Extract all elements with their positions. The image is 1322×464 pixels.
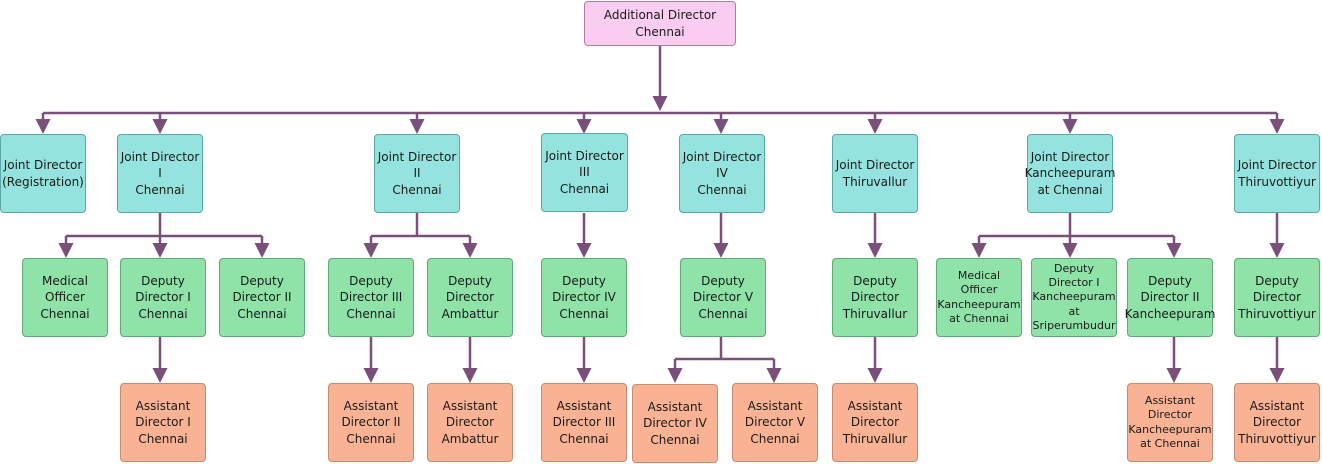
node-label: Assistant Director Kancheepuram at Chenn…	[1128, 393, 1212, 450]
node-medical-officer-chennai: Medical Officer Chennai	[22, 258, 108, 337]
node-label: Deputy Director V Chennai	[692, 274, 754, 321]
node-label: Assistant Director Thiruvallur	[842, 399, 908, 446]
node-jd-registration: Joint Director (Registration)	[0, 134, 86, 213]
node-label: Medical Officer Chennai	[40, 274, 90, 321]
node-ad5-chennai: Assistant Director V Chennai	[732, 383, 818, 462]
node-ad3-chennai: Assistant Director III Chennai	[541, 383, 627, 462]
node-label: Joint Director Thiruvottiyur	[1237, 158, 1317, 189]
node-label: Joint Director II Chennai	[377, 150, 457, 197]
node-ad-thiruvottiyur: Assistant Director Thiruvottiyur	[1234, 383, 1320, 462]
node-jd2-chennai: Joint Director II Chennai	[374, 134, 460, 213]
node-jd1-chennai: Joint Director I Chennai	[117, 134, 203, 213]
node-label: Assistant Director Thiruvottiyur	[1238, 399, 1316, 446]
node-label: Deputy Director I Kancheepuram at Sriper…	[1032, 261, 1116, 332]
node-label: Deputy Director Thiruvallur	[842, 274, 908, 321]
node-label: Deputy Director I Chennai	[135, 274, 191, 321]
node-ad-kancheepuram: Assistant Director Kancheepuram at Chenn…	[1127, 383, 1213, 462]
node-jd3-chennai: Joint Director III Chennai	[541, 133, 628, 212]
node-dd2-chennai: Deputy Director II Chennai	[219, 258, 305, 337]
node-label: Deputy Director IV Chennai	[552, 274, 616, 321]
node-ad-thiruvallur: Assistant Director Thiruvallur	[832, 383, 918, 462]
node-label: Assistant Director V Chennai	[744, 399, 806, 446]
node-label: Joint Director (Registration)	[2, 158, 84, 189]
node-dd2-kancheepuram: Deputy Director II Kancheepuram	[1124, 258, 1216, 337]
node-label: Assistant Director II Chennai	[341, 399, 401, 446]
node-label: Deputy Director Thiruvottiyur	[1238, 274, 1316, 321]
node-dd3-chennai: Deputy Director III Chennai	[328, 258, 414, 337]
node-dd-ambattur: Deputy Director Ambattur	[427, 258, 513, 337]
node-label: Joint Director I Chennai	[120, 150, 200, 197]
node-dd-thiruvottiyur: Deputy Director Thiruvottiyur	[1234, 258, 1320, 337]
node-label: Deputy Director Ambattur	[441, 274, 499, 321]
node-medical-officer-kancheepuram: Medical Officer Kancheepuram at Chennai	[936, 258, 1022, 337]
node-jd-thiruvallur: Joint Director Thiruvallur	[832, 134, 918, 213]
node-label: Deputy Director II Chennai	[232, 274, 292, 321]
node-dd5-chennai: Deputy Director V Chennai	[680, 258, 766, 337]
node-dd-thiruvallur: Deputy Director Thiruvallur	[832, 258, 918, 337]
node-jd-thiruvottiyur: Joint Director Thiruvottiyur	[1234, 134, 1320, 213]
node-dd4-chennai: Deputy Director IV Chennai	[541, 258, 627, 337]
node-ad-ambattur: Assistant Director Ambattur	[427, 383, 513, 462]
node-ad2-chennai: Assistant Director II Chennai	[328, 383, 414, 462]
node-label: Assistant Director III Chennai	[552, 399, 616, 446]
node-dd1-kancheepuram: Deputy Director I Kancheepuram at Sriper…	[1031, 258, 1117, 337]
node-label: Assistant Director Ambattur	[441, 399, 499, 446]
node-label: Joint Director Kancheepuram at Chennai	[1024, 150, 1116, 197]
node-label: Joint Director IV Chennai	[682, 150, 762, 197]
node-additional-director-chennai: Additional Director Chennai	[584, 1, 736, 46]
node-label: Additional Director Chennai	[603, 8, 717, 39]
node-ad1-chennai: Assistant Director I Chennai	[120, 383, 206, 462]
node-ad4-chennai: Assistant Director IV Chennai	[632, 384, 718, 463]
node-label: Joint Director Thiruvallur	[835, 158, 915, 189]
node-jd-kancheepuram: Joint Director Kancheepuram at Chennai	[1024, 134, 1116, 213]
node-jd4-chennai: Joint Director IV Chennai	[679, 134, 765, 213]
node-label: Assistant Director I Chennai	[135, 399, 191, 446]
node-label: Assistant Director IV Chennai	[643, 400, 707, 447]
node-label: Medical Officer Kancheepuram at Chennai	[937, 268, 1021, 325]
node-label: Deputy Director II Kancheepuram	[1124, 274, 1216, 321]
node-label: Deputy Director III Chennai	[339, 274, 403, 321]
node-label: Joint Director III Chennai	[545, 149, 624, 196]
node-dd1-chennai: Deputy Director I Chennai	[120, 258, 206, 337]
